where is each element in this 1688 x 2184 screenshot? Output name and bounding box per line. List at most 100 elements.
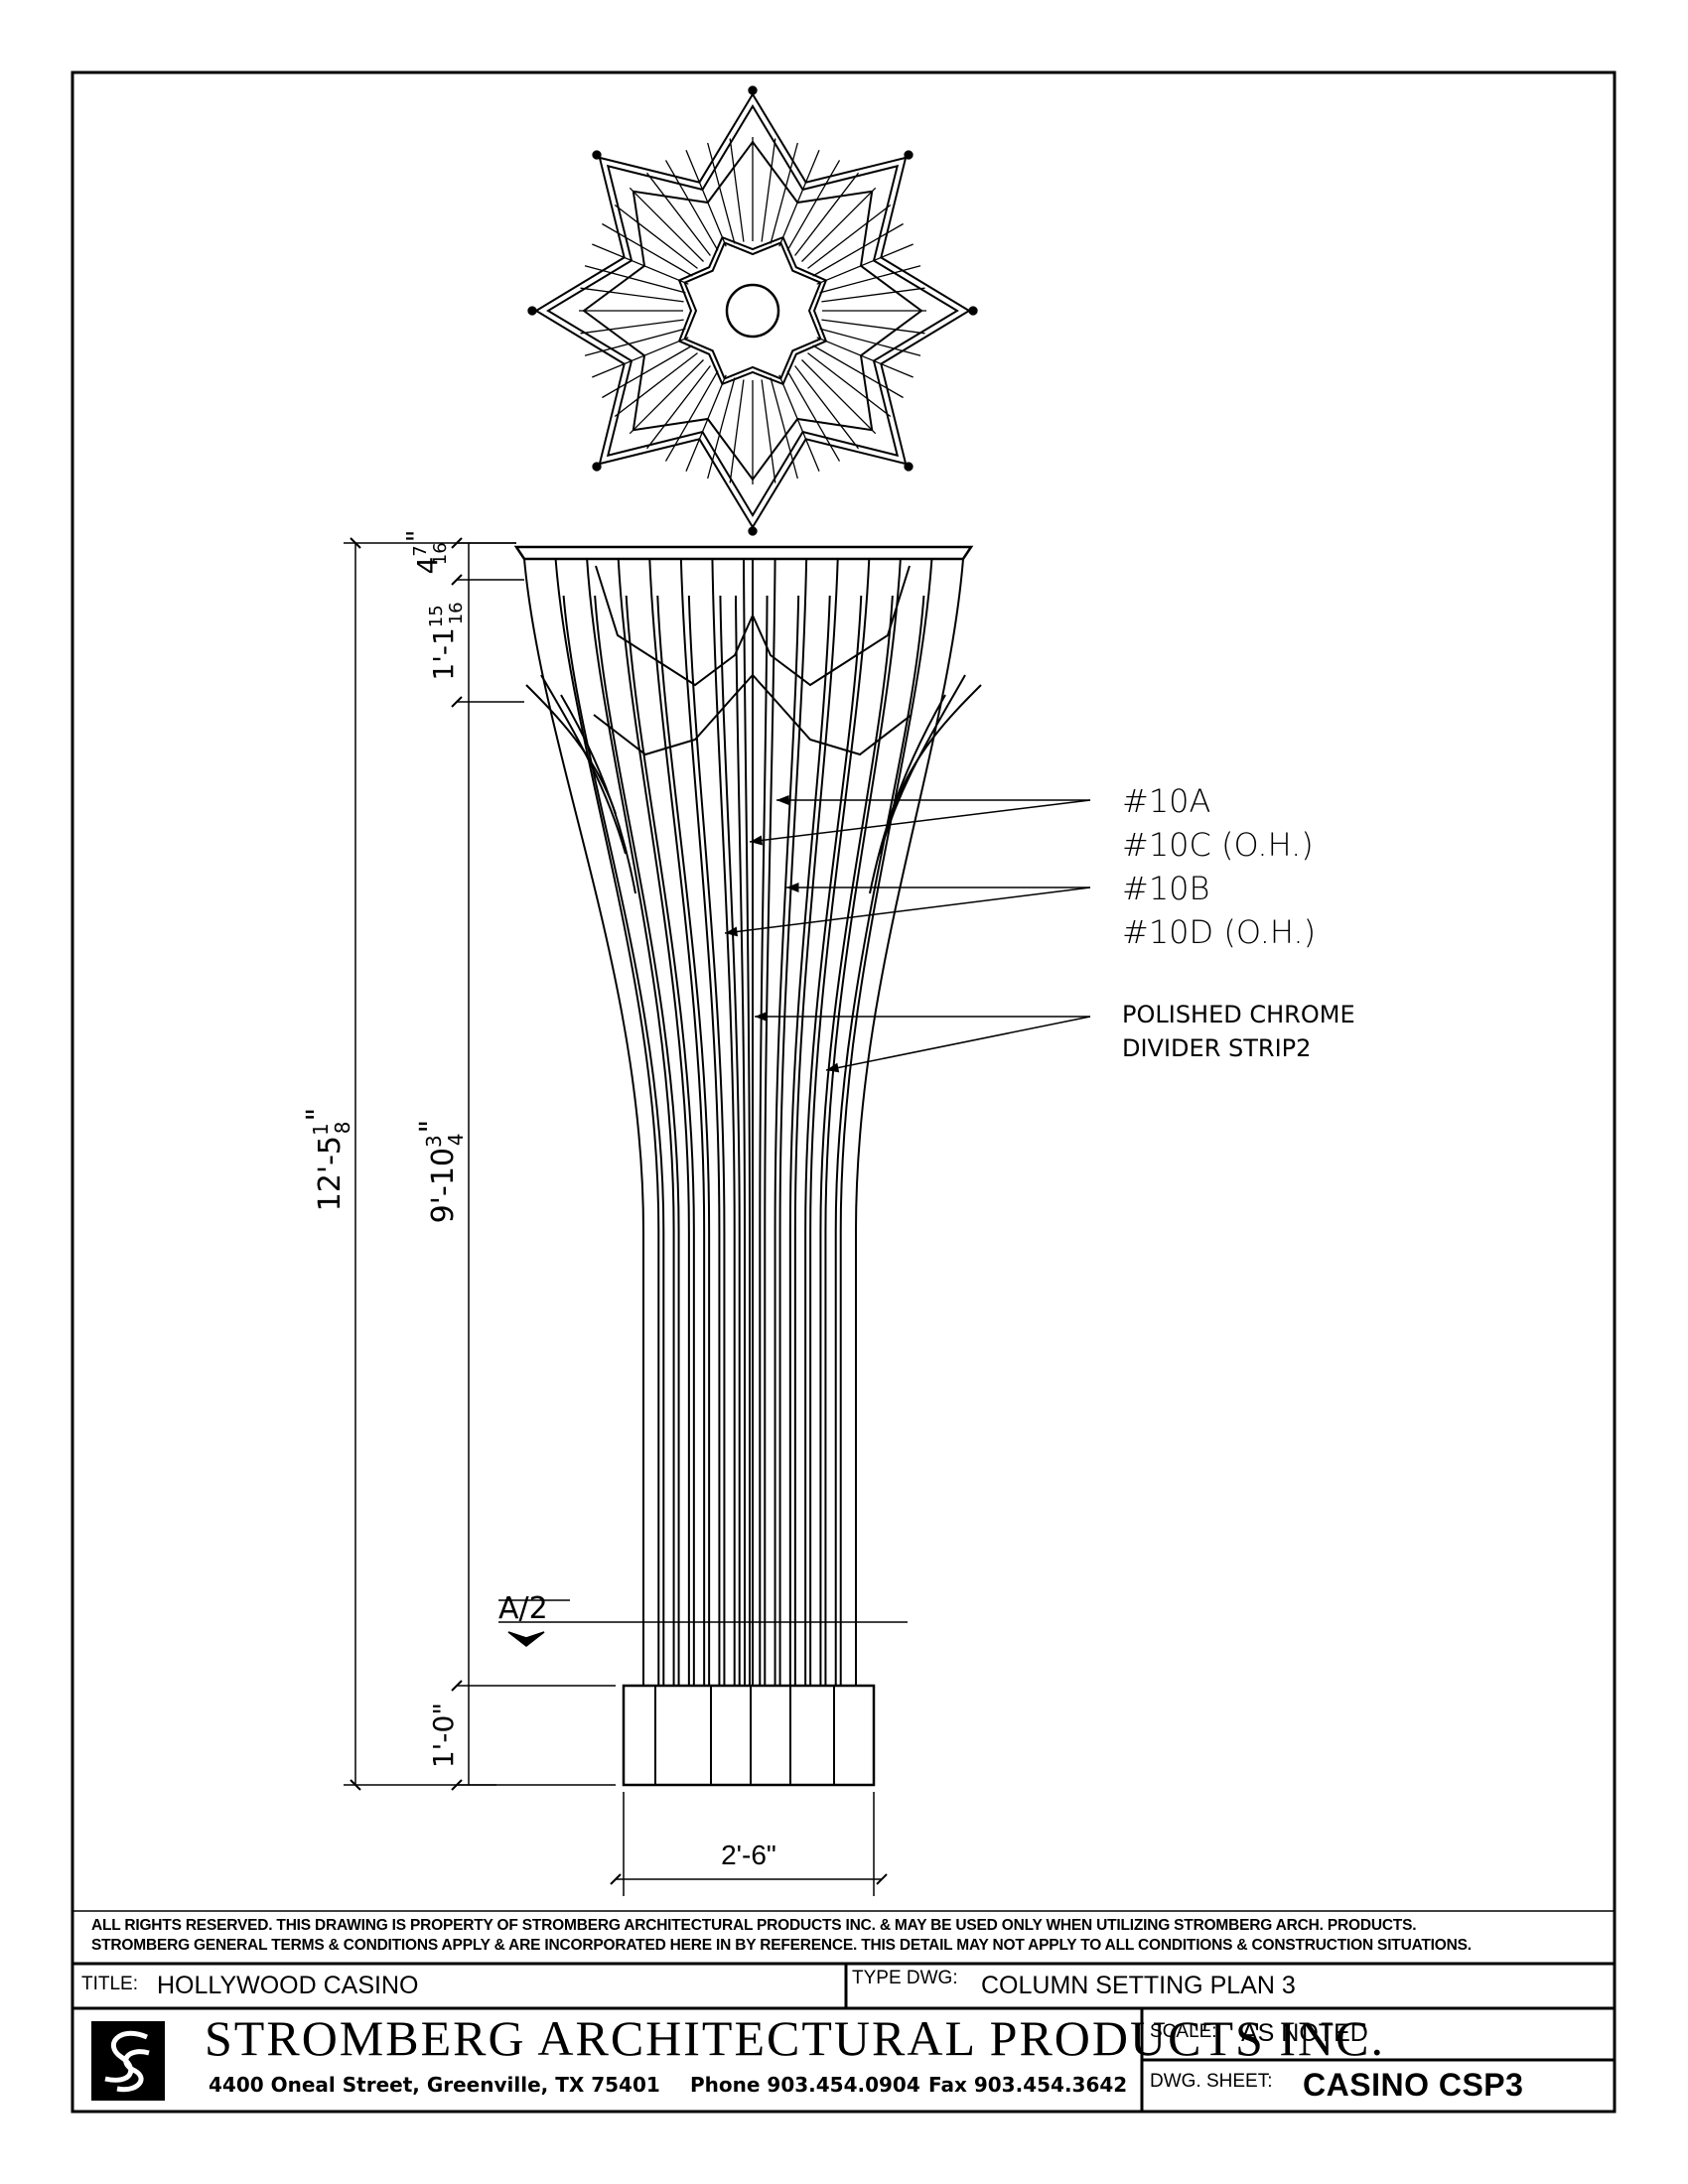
- capital-leaf: [891, 684, 982, 815]
- column-flute-edge: [625, 595, 695, 1686]
- plan-rib: [614, 352, 698, 418]
- svg-text:1'-11516: 1'-11516: [426, 602, 467, 680]
- dim-overall-mark: ": [301, 1108, 336, 1122]
- capital-leaf: [593, 674, 754, 756]
- capital-leaf: [595, 565, 754, 687]
- dim-cap-top-mark: ": [400, 529, 433, 542]
- column-flute-edge: [788, 595, 831, 1686]
- capital-leaf: [752, 565, 911, 687]
- svg-text:9'-1034": 9'-1034": [414, 1120, 468, 1224]
- plan-rib: [685, 374, 727, 472]
- callout-10b: #10B: [1122, 870, 1209, 907]
- plan-rib: [794, 172, 860, 256]
- column-flute: [554, 558, 660, 1686]
- column-flute: [855, 558, 964, 1686]
- company-phone: Phone 903.454.0904: [690, 2073, 920, 2097]
- dim-cap-mid-frac-den: 16: [446, 602, 467, 624]
- sheet-border: [70, 70, 1617, 2114]
- dim-width: 2'-6": [721, 1840, 776, 1870]
- plan-rib: [812, 222, 904, 277]
- plan-tip-knob: [748, 85, 758, 95]
- dim-shaft: 9'-10: [426, 1148, 461, 1223]
- sheet-value: CASINO CSP3: [1303, 2067, 1524, 2103]
- plan-rib: [602, 222, 693, 277]
- company-address: 4400 Oneal Street, Greenville, TX 75401: [209, 2073, 660, 2097]
- plan-rib: [729, 138, 745, 242]
- plan-tip-knob: [748, 526, 758, 536]
- callout-chrome-line1: POLISHED CHROME: [1122, 1001, 1355, 1028]
- plan-tip-knob: [527, 306, 537, 316]
- plan-rib: [807, 352, 892, 418]
- plan-rib: [707, 377, 736, 479]
- plan-rib: [685, 150, 727, 247]
- capital-leaf: [869, 694, 946, 894]
- column-flute: [523, 558, 644, 1686]
- scale-label: SCALE:: [1150, 2021, 1217, 2042]
- column-flute-edge: [834, 595, 925, 1686]
- plan-rib: [729, 379, 745, 483]
- column-flute: [809, 558, 871, 1686]
- section-marker-label: A/2: [498, 1591, 548, 1626]
- plan-rib: [786, 160, 841, 251]
- column-flute: [839, 558, 933, 1686]
- plan-rib: [770, 142, 798, 244]
- column-flute-edge: [735, 595, 746, 1686]
- plan-rib: [614, 204, 698, 269]
- scale-value: AS NOTED: [1241, 2019, 1368, 2047]
- dim-shaft-frac-num: 3: [422, 1135, 446, 1148]
- plan-rib: [801, 359, 877, 435]
- plan-rib: [629, 359, 704, 435]
- type-dwg-label: TYPE DWG:: [852, 1968, 958, 1988]
- plan-rib: [645, 172, 711, 256]
- plan-tip-knob: [592, 462, 602, 472]
- plan-rib: [761, 379, 776, 483]
- plan-rib: [801, 187, 877, 262]
- column-flute-edge: [656, 595, 711, 1686]
- column-flute-edge: [562, 595, 665, 1686]
- plan-rib: [812, 344, 904, 399]
- dim-shaft-frac-den: 4: [444, 1134, 468, 1147]
- plan-star-inner: [683, 241, 822, 380]
- column-flute: [764, 558, 776, 1686]
- plan-rib: [664, 370, 719, 462]
- dim-overall: 12'-5: [313, 1136, 348, 1211]
- plan-tip-knob: [904, 462, 914, 472]
- dim-cap-top: 4: [411, 557, 444, 575]
- plan-rib: [778, 374, 820, 472]
- plan-center-circle: [725, 283, 780, 339]
- column-elevation: [498, 545, 982, 1787]
- column-flute: [711, 558, 736, 1686]
- plan-star-layer: [546, 104, 959, 517]
- dim-base: 1'-0": [427, 1703, 460, 1768]
- rights-note-line2: STROMBERG GENERAL TERMS & CONDITIONS APP…: [91, 1937, 1472, 1954]
- plan-rib: [819, 328, 921, 356]
- svg-text:12'-518": 12'-518": [301, 1108, 354, 1212]
- column-flute-edge: [819, 595, 894, 1686]
- plan-tip-knob: [592, 150, 602, 160]
- capital-leaf: [879, 674, 966, 855]
- plan-view: [527, 85, 978, 536]
- plan-rib: [707, 142, 736, 244]
- plan-rib: [761, 138, 776, 242]
- plan-rib: [816, 337, 914, 378]
- capital-leaf: [752, 674, 913, 756]
- plan-rib: [778, 150, 820, 247]
- plan-rib: [664, 160, 719, 251]
- type-dwg-value: COLUMN SETTING PLAN 3: [981, 1972, 1296, 1999]
- plan-rib: [807, 204, 892, 269]
- dim-overall-frac-den: 8: [331, 1122, 354, 1135]
- plan-rib: [592, 243, 689, 285]
- plan-rib: [584, 265, 686, 294]
- company-fax: Fax 903.454.3642: [928, 2073, 1128, 2097]
- stromberg-logo: [91, 2021, 165, 2101]
- plan-rib: [794, 365, 860, 450]
- column-flute-edge: [774, 595, 800, 1686]
- column-flute-edge: [804, 595, 863, 1686]
- callout-10d: #10D (O.H.): [1122, 913, 1316, 951]
- plan-rib: [629, 187, 704, 262]
- dim-overall-frac-num: 1: [309, 1123, 333, 1136]
- dim-shaft-mark: ": [414, 1120, 449, 1134]
- column-flute: [586, 558, 675, 1686]
- column-flute: [743, 558, 751, 1686]
